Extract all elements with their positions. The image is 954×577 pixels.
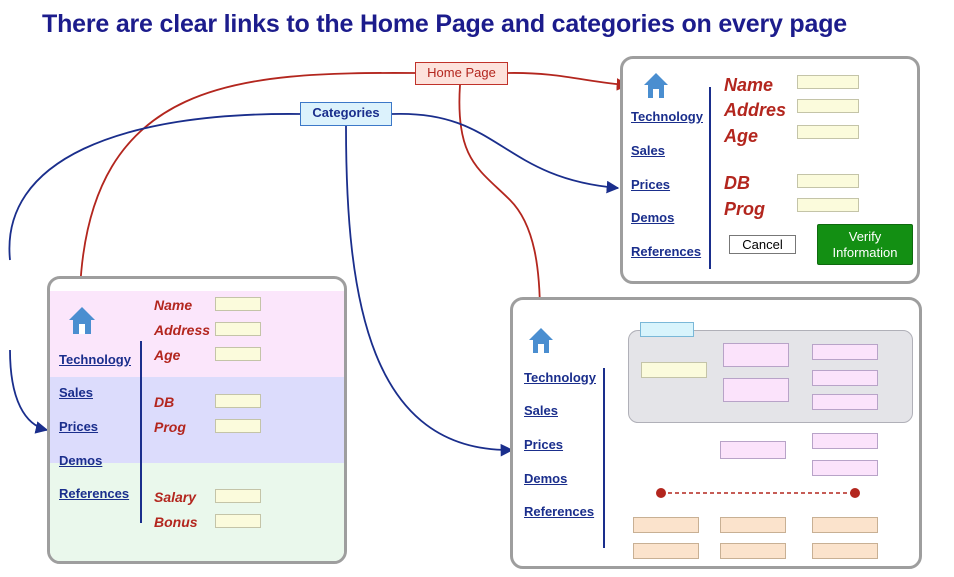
categories-arrow-to-top-right — [391, 113, 620, 194]
nav-demos[interactable]: Demos — [631, 210, 675, 225]
label-name: Name — [724, 75, 774, 95]
verify-label-line1: Verify — [848, 229, 882, 244]
categories-arrow-to-left-lower — [9, 349, 49, 434]
band-pink — [50, 291, 344, 377]
label-db: DB — [154, 394, 175, 410]
nav-demos[interactable]: Demos — [524, 471, 568, 486]
nav-divider — [140, 341, 142, 523]
form-panel-top-right: Technology Sales Prices Demos References… — [620, 56, 920, 284]
home-arrow-to-top-right — [507, 72, 630, 91]
home-icon[interactable] — [528, 326, 554, 354]
input-age[interactable] — [215, 347, 261, 361]
categories-arrow-to-bottom-right — [345, 125, 514, 457]
label-prog: Prog — [724, 199, 766, 219]
content-field[interactable] — [641, 362, 707, 378]
nav-sales[interactable]: Sales — [631, 143, 665, 158]
content-box-f2 — [720, 543, 786, 559]
content-box-e3 — [812, 517, 878, 533]
nav-technology[interactable]: Technology — [631, 109, 703, 124]
nav-references[interactable]: References — [524, 504, 595, 519]
label-bonus: Bonus — [154, 514, 198, 530]
label-age: Age — [154, 347, 181, 363]
home-icon[interactable] — [68, 305, 96, 335]
input-prog[interactable] — [215, 419, 261, 433]
content-box-d1 — [812, 433, 878, 449]
input-db[interactable] — [797, 174, 859, 188]
categories-tag: Categories — [300, 102, 392, 126]
input-address[interactable] — [797, 99, 859, 113]
nav-technology[interactable]: Technology — [59, 352, 131, 367]
content-box-e1 — [633, 517, 699, 533]
nav-prices[interactable]: Prices — [631, 177, 671, 192]
label-age: Age — [724, 126, 759, 146]
page-title: There are clear links to the Home Page a… — [42, 10, 847, 38]
content-box-d2 — [812, 460, 878, 476]
content-box-c1 — [720, 441, 786, 459]
nav-prices[interactable]: Prices — [524, 437, 564, 452]
nav-prices[interactable]: Prices — [59, 419, 99, 434]
label-db: DB — [724, 173, 750, 193]
band-blue — [50, 377, 344, 463]
input-name[interactable] — [797, 75, 859, 89]
nav-technology[interactable]: Technology — [524, 370, 596, 385]
content-box-f3 — [812, 543, 878, 559]
cancel-button[interactable]: Cancel — [729, 235, 796, 254]
home-arrow-to-bottom-right — [458, 84, 547, 317]
input-address[interactable] — [215, 322, 261, 336]
content-box-b3 — [812, 394, 878, 410]
content-panel-bottom-right: Technology Sales Prices Demos References — [510, 297, 922, 569]
nav-divider — [603, 368, 605, 548]
content-box-a2 — [723, 378, 789, 402]
input-prog[interactable] — [797, 198, 859, 212]
verify-information-button[interactable]: Verify Information — [817, 224, 913, 265]
dashed-connector — [656, 488, 860, 498]
input-name[interactable] — [215, 297, 261, 311]
label-salary: Salary — [154, 489, 197, 505]
label-address: Addres — [724, 100, 787, 120]
input-db[interactable] — [215, 394, 261, 408]
nav-demos[interactable]: Demos — [59, 453, 103, 468]
nav-divider — [709, 87, 711, 269]
content-box-a1 — [723, 343, 789, 367]
categories-arrow-to-left — [8, 113, 301, 261]
nav-sales[interactable]: Sales — [59, 385, 93, 400]
nav-references[interactable]: References — [59, 486, 130, 501]
verify-label-line2: Information — [832, 245, 898, 260]
home-icon[interactable] — [643, 71, 669, 99]
label-prog: Prog — [154, 419, 186, 435]
nav-sales[interactable]: Sales — [524, 403, 558, 418]
content-box-f1 — [633, 543, 699, 559]
content-box-b1 — [812, 344, 878, 360]
input-bonus[interactable] — [215, 514, 261, 528]
label-name: Name — [154, 297, 193, 313]
input-salary[interactable] — [215, 489, 261, 503]
home-arrow-to-left — [74, 72, 416, 292]
content-box-b2 — [812, 370, 878, 386]
content-box-e2 — [720, 517, 786, 533]
nav-references[interactable]: References — [631, 244, 702, 259]
input-age[interactable] — [797, 125, 859, 139]
band-green — [50, 463, 344, 561]
form-panel-left: Technology Sales Prices Demos References… — [47, 276, 347, 564]
home-page-tag: Home Page — [415, 62, 508, 85]
label-address: Address — [154, 322, 211, 338]
content-tab[interactable] — [640, 322, 694, 337]
